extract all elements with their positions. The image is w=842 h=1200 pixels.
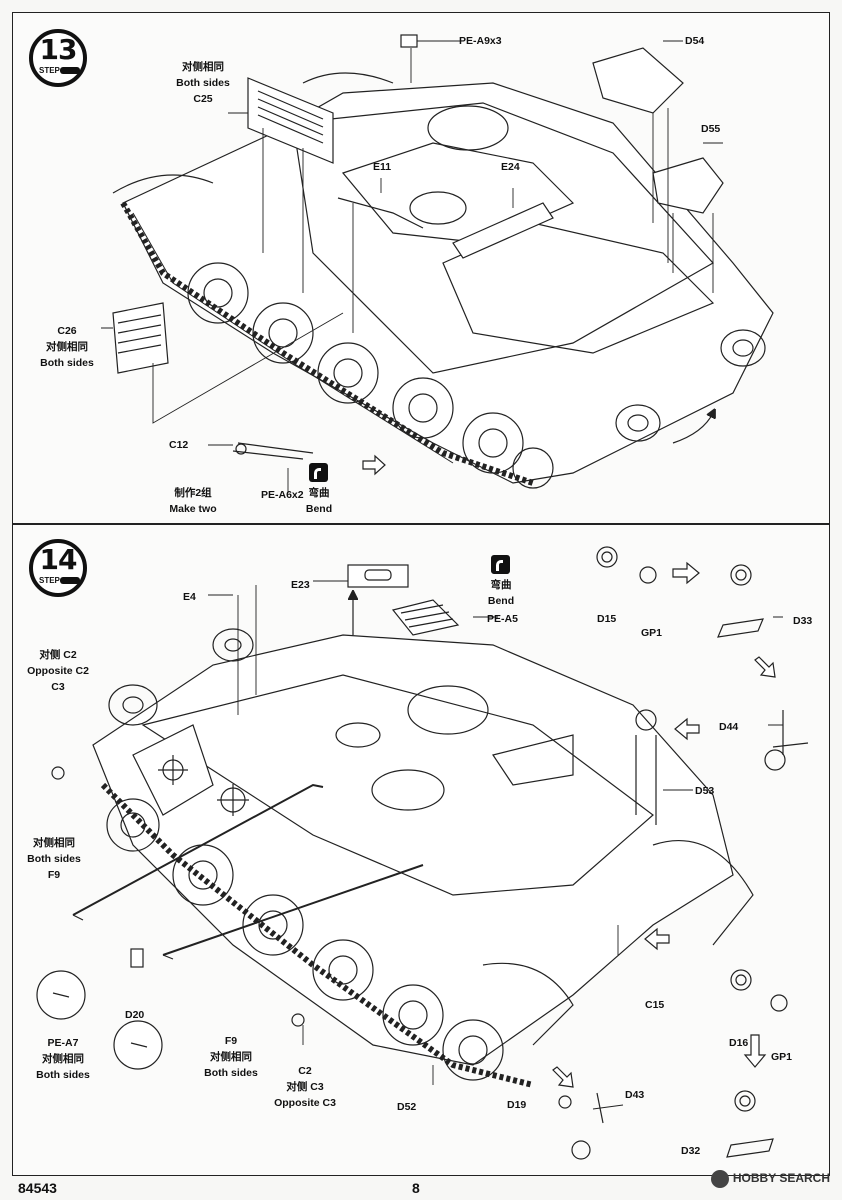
label-gp1-bottom: GP1 [771,1051,793,1063]
label-d54: D54 [685,35,705,47]
label-c26: C26 [57,325,77,337]
label-e4: E4 [183,591,196,603]
label-opp-c2-en: Opposite C2 [27,665,89,677]
label-make-two-en: Make two [169,503,217,515]
label-gp1-top: GP1 [641,627,663,639]
tank-icon [60,67,80,74]
label-d53: D53 [695,785,715,797]
label-d20: D20 [125,1009,145,1021]
bend-icon [309,463,328,482]
step-13-badge: 13 STEP [29,29,87,87]
step-13-panel: 13 STEP PE-A9x3 D54 D55 对侧相同 Both sides … [12,12,830,524]
step-number: 14 [39,543,78,576]
label-bend-cn: 弯曲 [490,579,512,591]
label-d33: D33 [793,615,813,627]
step-14-panel: 14 STEP E4 E23 弯曲 Bend PE-A5 D15 GP1 D33… [12,524,830,1176]
label-d16: D16 [729,1037,749,1049]
label-f9-en: Both sides [27,853,81,865]
label-d43: D43 [625,1089,645,1101]
label-e23: E23 [291,579,310,591]
label-make-two-cn: 制作2组 [174,487,212,499]
product-code: 84543 [18,1180,57,1196]
label-f9-cn: 对侧相同 [33,837,75,849]
label-opp-c3-cn: 对侧 C3 [286,1081,324,1093]
step-number: 13 [39,33,78,66]
step-word: STEP [39,66,60,75]
label-pe-a5: PE-A5 [487,613,518,625]
label-c25-en: Both sides [176,77,230,89]
label-bend-cn: 弯曲 [308,487,330,499]
step-14-hull-drawing [36,546,809,1160]
label-opp-c3-en: Opposite C3 [274,1097,336,1109]
label-f9: F9 [47,869,61,881]
label-c12: C12 [169,439,189,451]
label-c26-cn: 对侧相同 [46,341,88,353]
label-c3: C3 [51,681,65,693]
page-number: 8 [412,1180,420,1196]
step-word: STEP [39,576,60,585]
label-d32: D32 [681,1145,701,1157]
label-c25-cn: 对侧相同 [182,61,224,73]
label-f9b: F9 [224,1035,238,1047]
label-pe-a7-en: Both sides [36,1069,90,1081]
watermark: HOBBY SEARCH [710,1170,830,1188]
tank-icon [60,577,80,584]
label-f9b-en: Both sides [204,1067,258,1079]
label-c2: C2 [298,1065,312,1077]
bend-icon [491,555,510,574]
label-bend-en: Bend [305,503,333,515]
label-pe-a6x2: PE-A6x2 [261,489,304,501]
label-c15: C15 [645,999,665,1011]
label-d55: D55 [701,123,721,135]
label-opp-c2-cn: 对侧 C2 [39,649,77,661]
label-c25: C25 [193,93,213,105]
step-14-badge: 14 STEP [29,539,87,597]
label-d15: D15 [597,613,617,625]
watermark-text: HOBBY SEARCH [732,1171,830,1186]
label-d44: D44 [719,721,739,733]
label-f9b-cn: 对侧相同 [210,1051,252,1063]
label-pe-a7-cn: 对侧相同 [42,1053,84,1065]
hobby-search-logo-icon [710,1170,729,1188]
label-bend-en: Bend [487,595,515,607]
label-c26-en: Both sides [40,357,94,369]
step-13-hull-drawing [101,34,774,493]
label-pe-a7: PE-A7 [47,1037,79,1049]
label-e24: E24 [501,161,520,173]
label-d52: D52 [397,1101,417,1113]
label-d19: D19 [507,1099,527,1111]
label-pe-a9x3: PE-A9x3 [459,35,502,47]
label-e11: E11 [373,161,392,173]
